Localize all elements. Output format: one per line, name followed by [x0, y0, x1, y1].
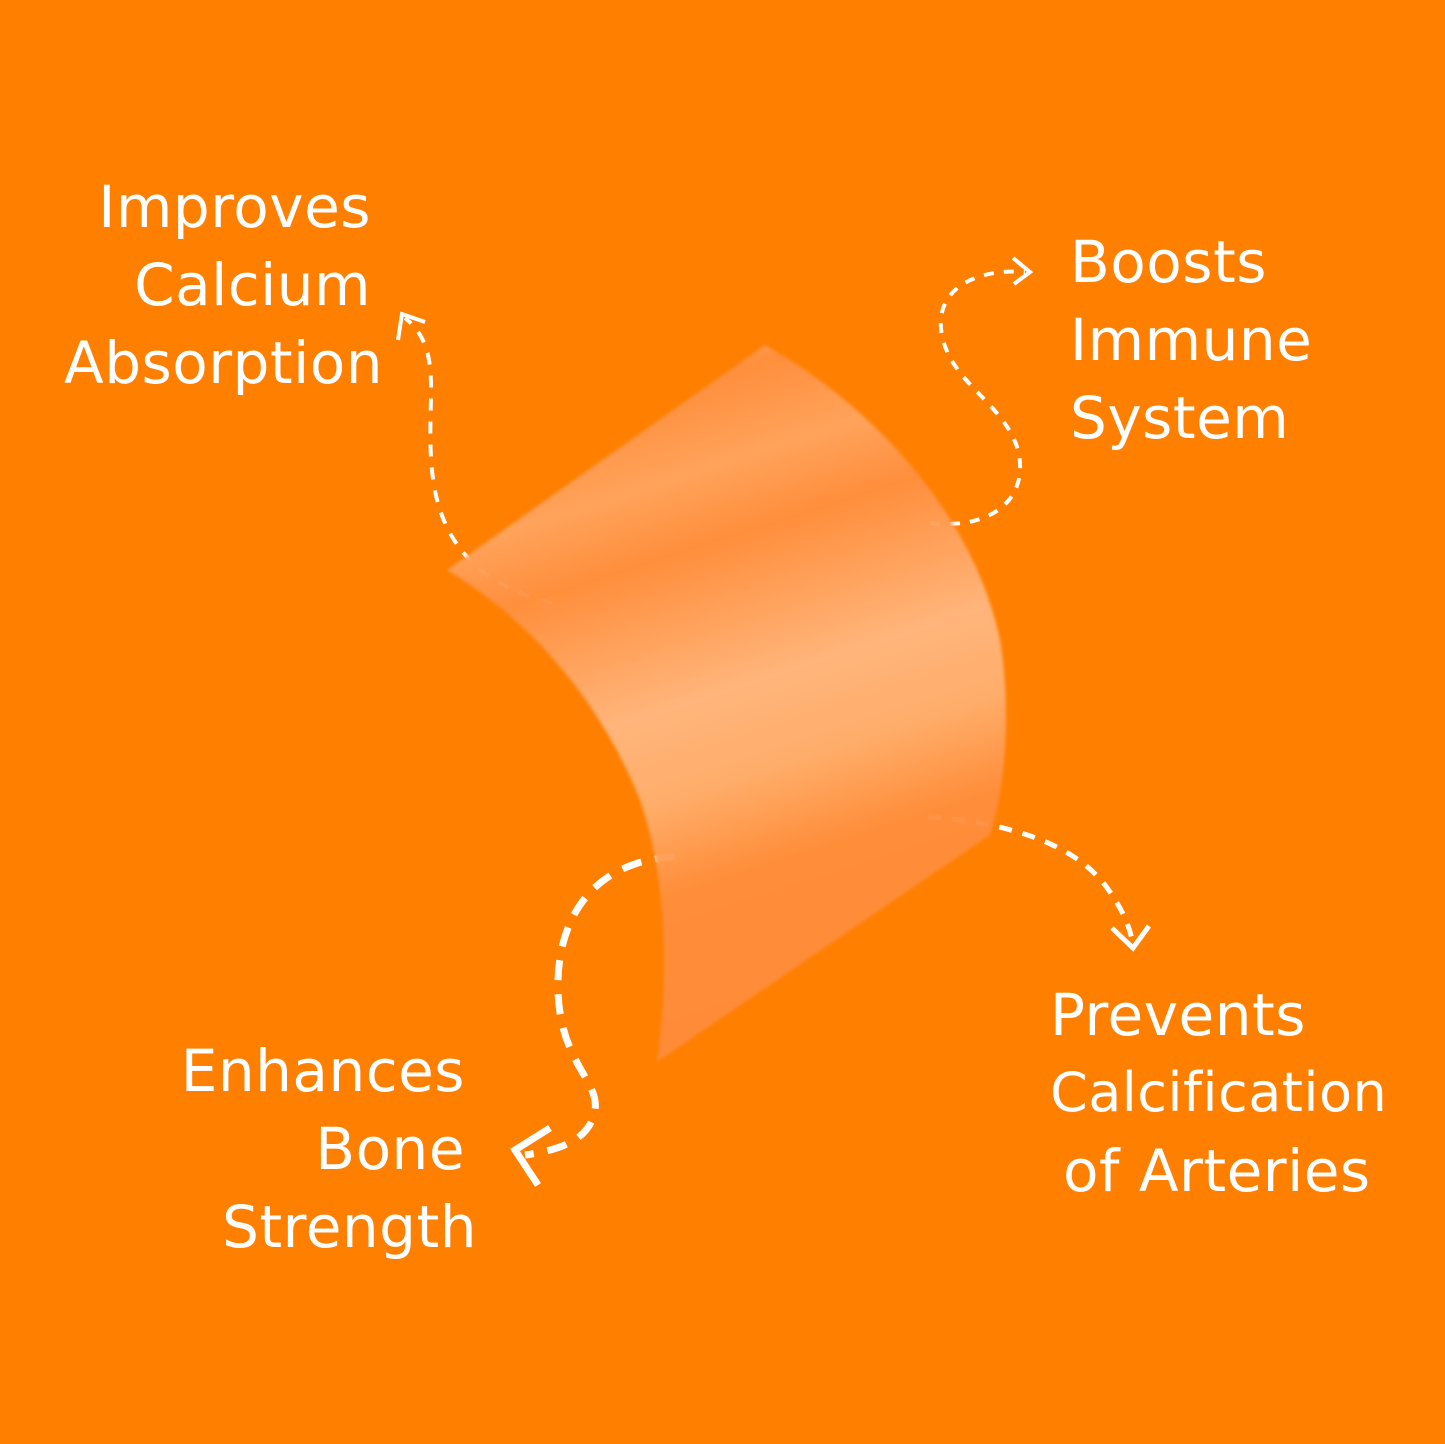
arrowhead-bone-strength	[510, 1125, 552, 1187]
benefit-calcium-absorption: Improves Calcium Absorption	[64, 168, 383, 402]
benefit-line: Enhances	[180, 1037, 465, 1105]
arrow-immune-system	[929, 269, 1026, 526]
benefit-line: Bone	[315, 1115, 465, 1183]
arrow-bone-strength	[524, 853, 676, 1159]
vitamin-strip	[447, 345, 1006, 1062]
benefit-line: Boosts	[1070, 228, 1267, 296]
arrowhead-immune-system	[1011, 256, 1034, 286]
benefit-line: Improves	[98, 173, 371, 241]
benefit-line: Prevents	[1050, 981, 1306, 1049]
arrowhead-calcium-absorption	[396, 311, 426, 341]
benefit-line: Calcification	[1050, 1061, 1388, 1124]
benefit-line: Strength	[222, 1193, 477, 1261]
benefit-line: Calcium	[134, 251, 371, 319]
benefit-calcification: Prevents Calcification of Arteries	[1050, 976, 1387, 1210]
benefit-line: System	[1070, 384, 1290, 452]
benefit-line: Immune	[1070, 306, 1313, 374]
benefit-immune-system: Boosts Immune System	[1070, 223, 1312, 457]
benefit-line: of Arteries	[1063, 1137, 1371, 1205]
arrowhead-calcification	[1110, 924, 1152, 952]
benefit-bone-strength: Enhances Bone Strength	[181, 1032, 477, 1266]
benefit-line: Absorption	[64, 329, 383, 397]
